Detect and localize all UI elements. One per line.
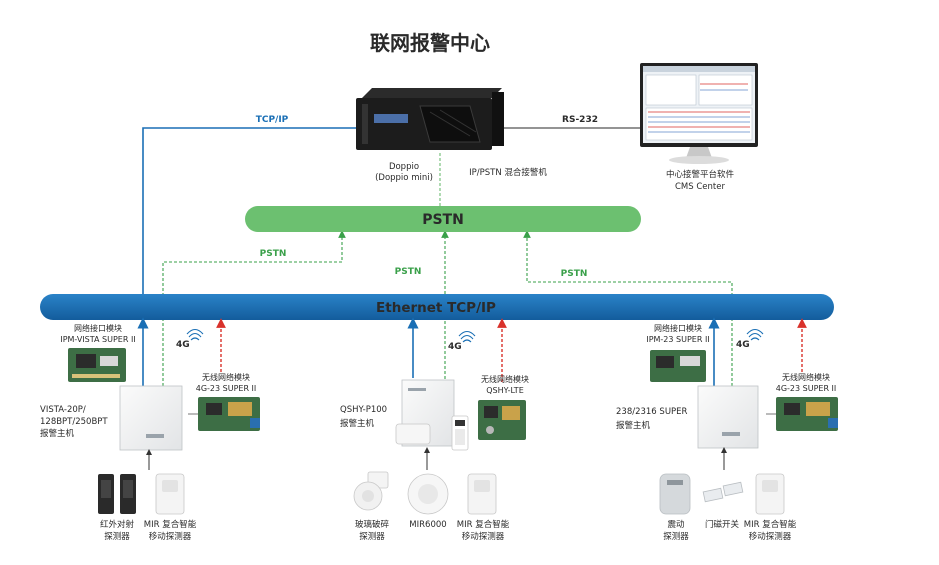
- left-det1-label-1: 红外对射: [100, 519, 135, 530]
- fourg-signal-right: 4G: [736, 328, 764, 350]
- mid-wireless-title: 无线网络模块: [481, 374, 529, 384]
- mid-keypad: [395, 423, 431, 445]
- left-det2-label-2: 移动探测器: [149, 531, 192, 542]
- signal-icon: [458, 330, 476, 343]
- right-wireless-title: 无线网络模块: [782, 372, 830, 382]
- mid-lte-module-board: [478, 400, 526, 440]
- doppio-receiver: [356, 88, 504, 150]
- rs232-label: RS-232: [562, 115, 598, 125]
- pstn-label-right: PSTN: [561, 269, 588, 279]
- left-module-name: IPM-VISTA SUPER II: [60, 335, 135, 344]
- left-mir-detector: [155, 473, 185, 515]
- fourg-signal-left: 4G: [176, 328, 204, 350]
- right-panel-label-2: 报警主机: [616, 420, 651, 431]
- pstn-link-right: [523, 230, 733, 386]
- right-4g-module-board: [766, 397, 838, 431]
- mid-mir-detector: [467, 473, 497, 515]
- pstn-label-left: PSTN: [260, 249, 287, 259]
- mid-panel-label-2: 报警主机: [340, 418, 375, 429]
- left-beam-detector-2: [120, 474, 136, 514]
- doppio-type: IP/PSTN 混合接警机: [469, 167, 547, 178]
- fourg-label-left: 4G: [176, 340, 190, 350]
- left-ip-module-board: [68, 348, 126, 382]
- left-det1-label-2: 探测器: [104, 531, 130, 542]
- mid-mir6000-detector: [407, 473, 449, 515]
- doppio-sub: (Doppio mini): [375, 173, 433, 183]
- right-ip-module-board: [650, 350, 706, 382]
- pstn-link-left: [162, 230, 346, 386]
- mid-panel-label-1: QSHY-P100: [340, 405, 387, 415]
- left-4g-module-board: [188, 397, 260, 431]
- doppio-name: Doppio: [389, 162, 419, 172]
- right-vibration-detector: [659, 473, 691, 515]
- right-det3-label-2: 移动探测器: [749, 531, 792, 542]
- right-det1-label-2: 探测器: [663, 531, 689, 542]
- mid-touch-keypad: [451, 415, 469, 451]
- right-alarm-panel: [697, 385, 759, 449]
- cms-monitor: [640, 63, 758, 164]
- fourg-label-mid: 4G: [448, 342, 462, 352]
- right-det1-label-1: 震动: [667, 519, 685, 530]
- mid-det1-label-1: 玻璃破碎: [355, 519, 390, 530]
- mid-det2-label-1: MIR6000: [409, 520, 446, 530]
- mid-det3-label-1: MIR 复合智能: [457, 519, 510, 530]
- ethernet-bus-label: Ethernet TCP/IP: [376, 300, 496, 316]
- diagram-title: 联网报警中心: [370, 31, 490, 55]
- mid-det3-label-2: 移动探测器: [462, 531, 505, 542]
- mid-wireless-name: QSHY-LTE: [486, 386, 524, 395]
- right-door-contact: [702, 481, 744, 503]
- left-panel-label-2: 128BPT/250BPT: [40, 417, 108, 427]
- tcpip-link: [142, 127, 356, 300]
- right-module-name: IPM-23 SUPER II: [646, 335, 709, 344]
- mid-det1-label-2: 探测器: [359, 531, 385, 542]
- left-wireless-title: 无线网络模块: [202, 372, 250, 382]
- right-panel-label-1: 238/2316 SUPER: [616, 407, 688, 417]
- left-beam-detector-1: [98, 474, 114, 514]
- ethernet-bus: [40, 294, 834, 320]
- left-module-title: 网络接口模块: [74, 323, 122, 333]
- signal-icon: [186, 328, 204, 341]
- right-mir-detector: [755, 473, 785, 515]
- left-wireless-name: 4G-23 SUPER II: [196, 384, 257, 393]
- cms-sub: CMS Center: [675, 182, 725, 192]
- right-det3-label-1: MIR 复合智能: [744, 519, 797, 530]
- left-det2-label-1: MIR 复合智能: [144, 519, 197, 530]
- pstn-bus: [245, 206, 641, 232]
- signal-icon: [746, 328, 764, 341]
- mid-glassbreak-detector: [353, 471, 389, 511]
- left-panel-label-1: VISTA-20P/: [40, 405, 86, 415]
- left-panel-label-3: 报警主机: [40, 428, 75, 439]
- left-alarm-panel: [119, 385, 183, 451]
- fourg-label-right: 4G: [736, 340, 750, 350]
- right-module-title: 网络接口模块: [654, 323, 702, 333]
- right-det2-label-1: 门磁开关: [705, 519, 740, 530]
- pstn-bus-label: PSTN: [422, 212, 464, 228]
- right-wireless-name: 4G-23 SUPER II: [776, 384, 837, 393]
- fourg-signal-mid: 4G: [448, 330, 476, 352]
- tcpip-label: TCP/IP: [256, 115, 289, 125]
- cms-name: 中心接警平台软件: [666, 169, 735, 180]
- pstn-label-mid: PSTN: [395, 267, 422, 277]
